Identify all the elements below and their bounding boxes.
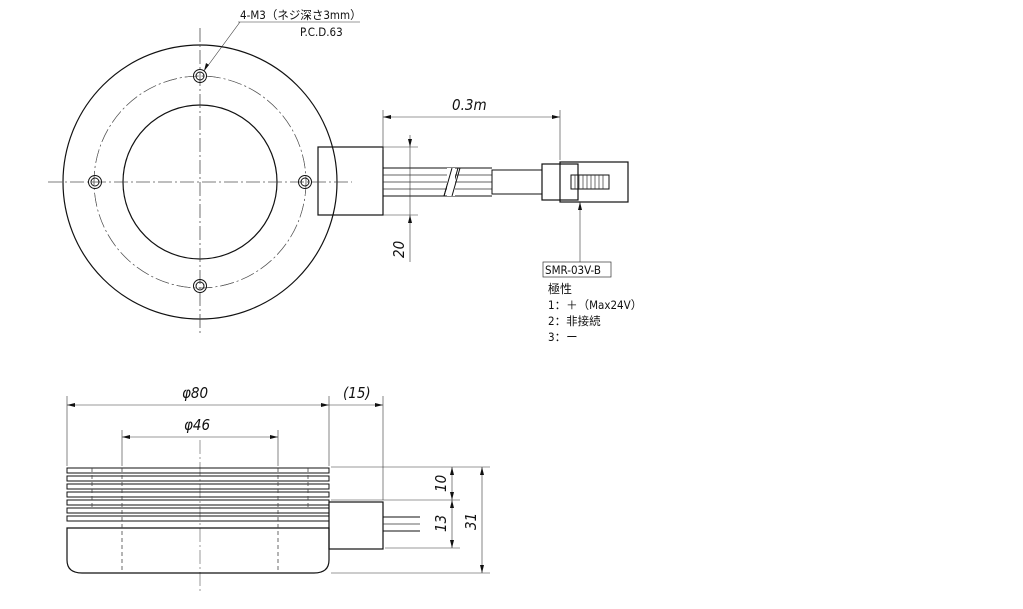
cable-box-text: (15) [343,384,371,402]
cable [383,167,543,197]
cable-height-text: 20 [390,241,408,258]
height-dimensions: 10 13 31 [331,466,490,574]
cable-height-dimension: 20 [383,135,418,262]
outer-diameter-text: φ80 [182,384,208,402]
inner-diameter-text: φ46 [184,416,210,434]
polarity-title: 極性 [548,281,572,296]
mounting-hole-left [88,175,102,189]
polarity-item: 3：ー [548,330,578,344]
heat-sink-fins [66,467,330,522]
mounting-hole-top [193,69,207,83]
inner-diameter-dimension: φ46 [121,416,279,466]
cable-box [317,146,384,216]
mounting-hole-right [298,175,312,189]
side-view: φ80 (15) φ46 [66,384,490,592]
outer-diameter-dimension: φ80 [66,384,330,466]
pcd-callout-text: P.C.D.63 [300,25,343,39]
connector [541,161,629,203]
cable-box-dimension: (15) [329,384,384,500]
polarity-table: 極性 1：＋（Max24V） 2：非接続 3：ー [548,281,642,344]
connector-callout: SMR-03V-B [542,202,612,278]
mounting-hole-bottom [193,279,207,293]
housing-body [66,527,330,574]
cable-box-side [328,501,384,550]
cable-length-dimension: 0.3m [382,96,561,160]
dim-upper-text: 10 [432,475,450,492]
dim-lower-text: 13 [432,515,450,532]
polarity-item: 1：＋（Max24V） [548,298,642,312]
top-view: 4-M3（ネジ深さ3mm） P.C.D.63 0.3m 20 SMR-03 [48,8,642,344]
hole-callout-text: 4-M3（ネジ深さ3mm） [240,8,362,22]
polarity-item: 2：非接続 [548,314,601,328]
hole-callout: 4-M3（ネジ深さ3mm） P.C.D.63 [203,8,362,72]
cable-length-text: 0.3m [452,96,487,114]
dim-total-text: 31 [462,513,480,530]
connector-label: SMR-03V-B [545,263,601,277]
